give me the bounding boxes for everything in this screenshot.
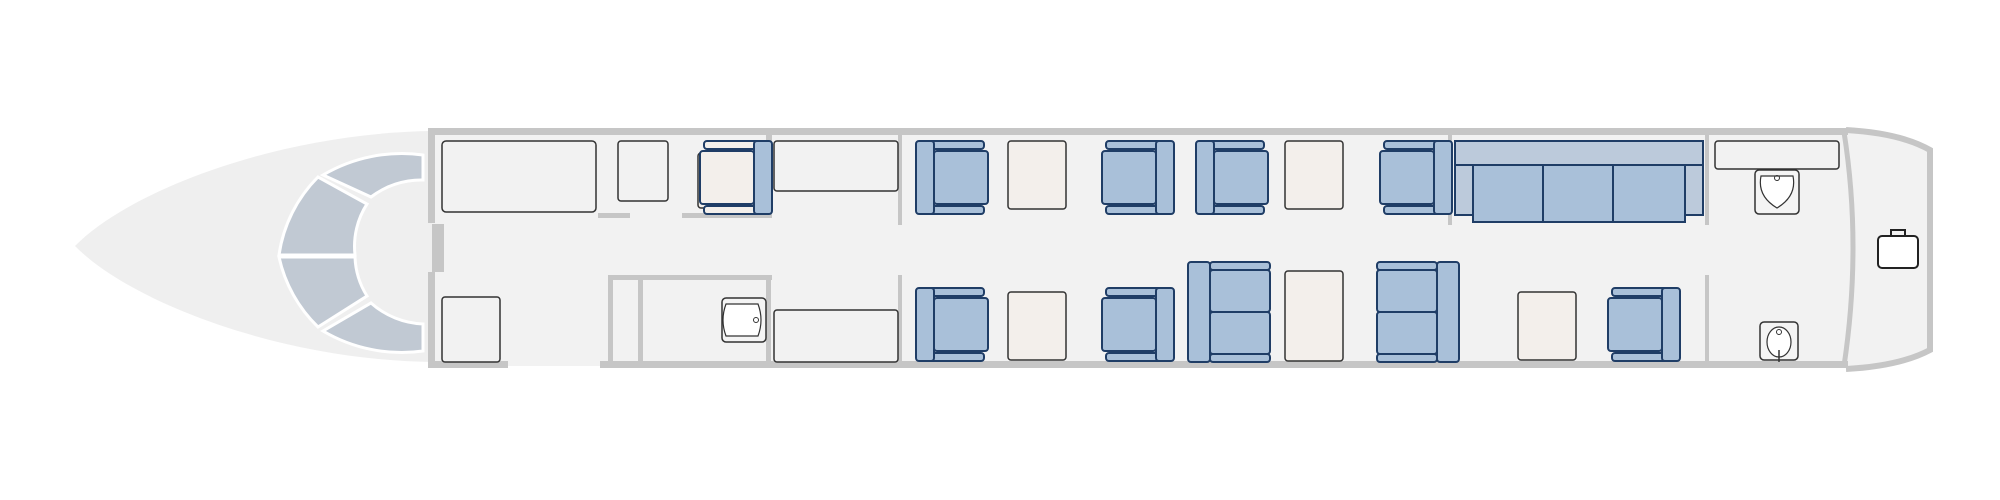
- cockpit-seat-upper-front: [319, 152, 425, 199]
- lav-wall-right: [766, 275, 771, 363]
- seat-armrest-top: [1209, 261, 1271, 271]
- galley-partition-top: [598, 213, 630, 218]
- tables: [697, 140, 1577, 362]
- bulkhead-3-top: [1705, 135, 1709, 225]
- bulkhead-1-top: [898, 135, 902, 225]
- divan-cushion: [1542, 164, 1614, 223]
- sink-icon: [1754, 169, 1800, 215]
- bulkhead-1-bottom: [898, 275, 902, 363]
- club-seat-icon[interactable]: [1101, 140, 1175, 215]
- seat-armrest-top: [1376, 261, 1438, 271]
- cockpit-seat-upper-side: [277, 175, 370, 257]
- table: [1284, 140, 1344, 210]
- galley-counter-long: [773, 140, 899, 192]
- aft-pressure-bulkhead: [1841, 131, 1856, 367]
- double-seat-icon[interactable]: [1376, 261, 1460, 363]
- suitcase-handle: [1890, 229, 1906, 236]
- sink-icon: [721, 297, 767, 343]
- seat-back: [1155, 140, 1175, 215]
- toilet-flush: [1776, 329, 1782, 335]
- seat-cushion: [1376, 311, 1438, 355]
- club-seat-icon[interactable]: [1195, 140, 1269, 215]
- table: [1517, 291, 1577, 361]
- club-seat-icon[interactable]: [699, 140, 773, 215]
- club-seat-icon[interactable]: [1607, 287, 1681, 362]
- seat-cushion: [1379, 150, 1435, 205]
- club-seat-icon[interactable]: [1379, 140, 1453, 215]
- tail-wall: [1845, 127, 1933, 372]
- seat-cushion: [933, 297, 989, 352]
- seat-cushion: [699, 150, 755, 205]
- divan-armrest-right: [1684, 164, 1704, 216]
- divan-cushion: [1472, 164, 1544, 223]
- wall-top: [428, 128, 1848, 135]
- table: [1007, 140, 1067, 210]
- wall-forward-upper: [428, 128, 435, 223]
- credenza-lower: [773, 309, 899, 363]
- seat-back: [753, 140, 773, 215]
- seat-armrest-bottom: [1376, 353, 1438, 363]
- lav-wall-top: [608, 275, 772, 280]
- club-seat-icon[interactable]: [915, 287, 989, 362]
- seat-cushion: [1209, 269, 1271, 313]
- seat-cushion: [1101, 150, 1157, 205]
- bulkhead-3-bottom: [1705, 275, 1709, 363]
- seat-cushion: [1607, 297, 1663, 352]
- club-seat-icon[interactable]: [1101, 287, 1175, 362]
- cockpit-crew-seats-icon: [277, 152, 425, 354]
- cockpit-seat-lower-side: [277, 255, 370, 329]
- seat-back: [1187, 261, 1211, 363]
- seat-back: [1436, 261, 1460, 363]
- wall-forward-lower: [428, 272, 435, 368]
- suitcase-icon: [1877, 229, 1919, 269]
- toilet-icon: [1759, 321, 1799, 362]
- wall-bottom-forward: [428, 361, 508, 368]
- divan-armrest-left: [1454, 164, 1474, 216]
- galley-counter-forward: [441, 140, 597, 213]
- seat-cushion: [1101, 297, 1157, 352]
- seat-back: [1155, 287, 1175, 362]
- suitcase-body: [1877, 235, 1919, 269]
- storage-cabinet: [441, 296, 501, 363]
- lav-wall-left: [608, 275, 613, 363]
- table: [1007, 291, 1067, 361]
- seat-cushion: [1209, 311, 1271, 355]
- cockpit-door-frame: [432, 224, 444, 272]
- sink-basin: [722, 303, 762, 337]
- seat-back: [915, 287, 935, 362]
- galley-counter-small: [617, 140, 669, 202]
- seat-cushion: [1213, 150, 1269, 205]
- club-seat-icon[interactable]: [915, 140, 989, 215]
- seat-back: [1661, 287, 1681, 362]
- lav-wall-left-inner: [638, 275, 643, 363]
- sink-basin: [1759, 175, 1795, 209]
- galley-counters: [441, 140, 1840, 363]
- seat-armrest-bottom: [1209, 353, 1271, 363]
- aft-cabinet: [1714, 140, 1840, 170]
- sink-drain: [1774, 175, 1780, 181]
- three-place-divan-icon[interactable]: [1454, 140, 1704, 223]
- seat-cushion: [933, 150, 989, 205]
- divan-cushion: [1612, 164, 1686, 223]
- wall-bottom-aft: [600, 361, 1848, 368]
- galley-partition-top-2: [682, 213, 772, 218]
- seat-back: [915, 140, 935, 215]
- seat-cushion: [1376, 269, 1438, 313]
- cockpit-seat-lower-front: [320, 301, 425, 354]
- passenger-seats: [699, 140, 1681, 363]
- double-seat-icon[interactable]: [1187, 261, 1271, 363]
- divan-back: [1454, 140, 1704, 166]
- table: [1284, 270, 1344, 362]
- seat-back: [1195, 140, 1215, 215]
- sink-drain: [753, 317, 759, 323]
- seat-back: [1433, 140, 1453, 215]
